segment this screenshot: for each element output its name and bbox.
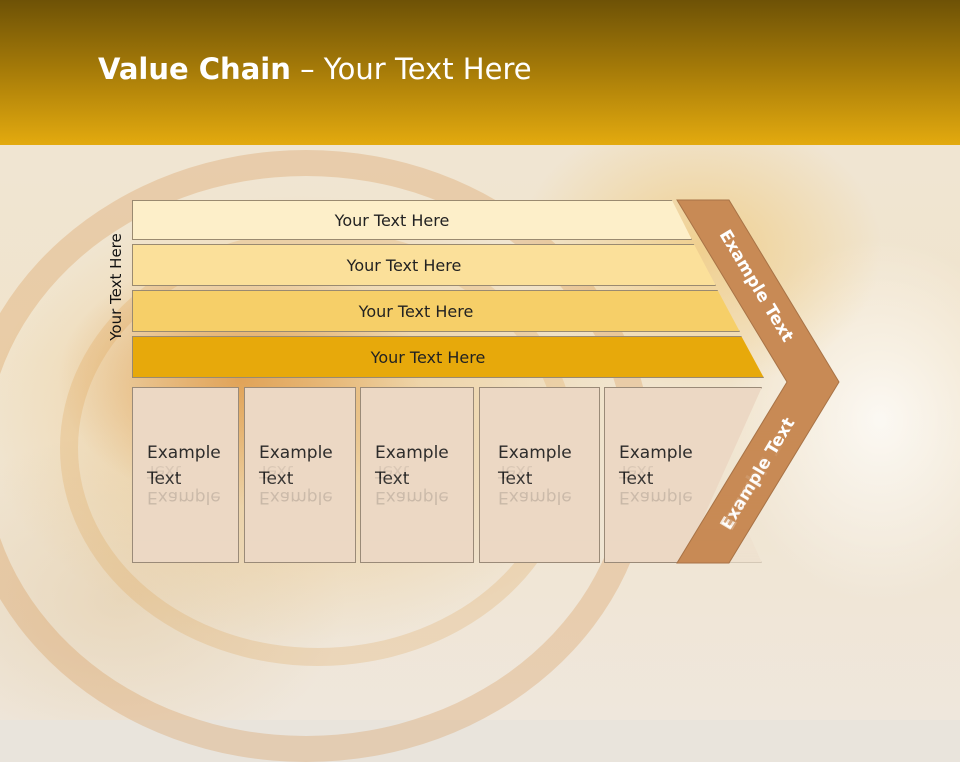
title-bar: Value Chain – Your Text Here (0, 0, 960, 145)
band-2[interactable]: Your Text Here (132, 244, 716, 286)
slide-title-bold: Value Chain (98, 52, 291, 86)
column-3-line2: Text (375, 469, 410, 489)
column-5-line1: Example (619, 443, 693, 463)
column-3-line1: Example (375, 443, 449, 463)
column-2-line1: Example (259, 443, 333, 463)
band-1[interactable]: Your Text Here (132, 200, 692, 240)
band-4[interactable]: Your Text Here (132, 336, 764, 378)
slide-title-rest: – Your Text Here (290, 52, 532, 86)
column-5-line2: Text (619, 469, 654, 489)
band-3[interactable]: Your Text Here (132, 290, 740, 332)
chevron-arrow (676, 199, 840, 564)
column-2[interactable]: Example Text (244, 387, 356, 563)
column-1[interactable]: Example Text (132, 387, 239, 563)
column-1-line2: Text (147, 469, 182, 489)
chevron-shape[interactable] (676, 199, 840, 564)
band-3-label: Your Text Here (358, 301, 474, 321)
column-1-line1: Example (147, 443, 221, 463)
band-2-label: Your Text Here (346, 255, 462, 275)
column-3[interactable]: Example Text (360, 387, 474, 563)
band-4-label: Your Text Here (370, 347, 486, 367)
column-2-line2: Text (259, 469, 294, 489)
slide-title: Value Chain – Your Text Here (98, 52, 532, 96)
band-1-label: Your Text Here (334, 210, 450, 230)
column-4[interactable]: Example Text (479, 387, 600, 563)
column-4-line1: Example (498, 443, 572, 463)
column-4-line2: Text (498, 469, 533, 489)
